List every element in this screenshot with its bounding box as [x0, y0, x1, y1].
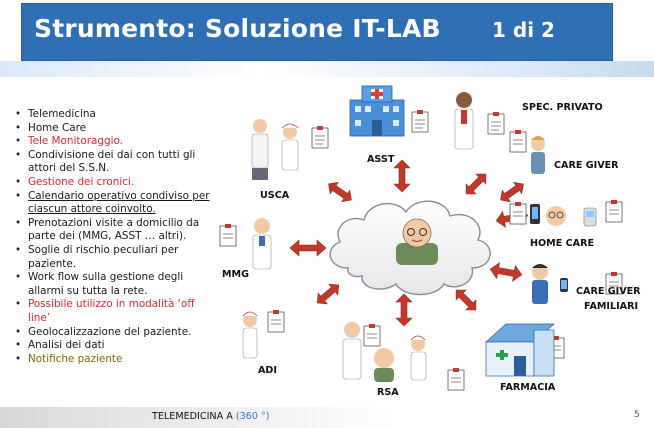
diagram-graphics — [219, 85, 623, 391]
label-spec-privato: SPEC. PRIVATO — [522, 102, 603, 113]
footer-title: TELEMEDICINA A (360 °) — [152, 411, 269, 422]
list-item: Possibile utilizzo in modalità ‘off line… — [14, 298, 214, 325]
family-caregiver-icon — [532, 264, 568, 304]
feature-list: Telemedicina Home Care Tele Monitoraggio… — [14, 108, 214, 366]
list-item: Tele Monitoraggio. — [14, 135, 214, 149]
hospital-building-icon — [349, 85, 405, 137]
home-care-devices-icon — [530, 204, 597, 227]
caregiver-nurse-icon — [531, 136, 545, 174]
page-indicator: 1 di 2 — [492, 18, 555, 42]
label-adi: ADI — [258, 365, 277, 376]
mmg-doctor-icon — [252, 218, 272, 270]
adi-nurse-icon — [242, 311, 258, 359]
footer-prefix: TELEMEDICINA A — [152, 411, 236, 422]
list-item: Soglie di rischio peculiari per paziente… — [14, 244, 214, 271]
page-number: 5 — [634, 410, 640, 420]
label-care-giver-familiari-1: CARE GIVER — [576, 286, 641, 297]
title-band — [0, 61, 654, 77]
label-rsa: RSA — [377, 387, 399, 398]
label-farmacia: FARMACIA — [500, 382, 556, 393]
patient-icon — [396, 218, 438, 265]
rsa-staff-icon — [342, 322, 427, 382]
list-item: Work flow sulla gestione degli allarmi s… — [14, 271, 214, 298]
list-item: Notifiche paziente — [14, 353, 214, 367]
label-mmg: MMG — [222, 269, 249, 280]
list-item: Gestione dei cronici. — [14, 176, 214, 190]
list-item: Analisi dei dati — [14, 339, 214, 353]
slide-footer: TELEMEDICINA A (360 °) — [0, 407, 654, 428]
list-item: Home Care — [14, 122, 214, 136]
label-usca: USCA — [260, 190, 290, 201]
slide-title: Strumento: Soluzione IT-LAB — [34, 14, 441, 43]
list-item: Condivisione dei dai con tutti gli attor… — [14, 149, 214, 176]
footer-highlight: (360 °) — [235, 411, 270, 422]
specialist-doctor-icon — [454, 92, 474, 150]
usca-doctors-icon — [251, 119, 299, 180]
list-item: Prenotazioni visite a domicilio da parte… — [14, 217, 214, 244]
label-care-giver: CARE GIVER — [554, 160, 619, 171]
list-item: Geolocalizzazione del paziente. — [14, 326, 214, 340]
slide-title-bar: Strumento: Soluzione IT-LAB 1 di 2 — [22, 4, 612, 60]
network-diagram: USCA ASST SPEC. PRIVATO CARE GIVER HOME … — [200, 80, 654, 410]
pharmacy-building-icon — [485, 323, 555, 377]
list-item: Telemedicina — [14, 108, 214, 122]
label-home-care: HOME CARE — [530, 238, 595, 249]
label-care-giver-familiari-2: FAMILIARI — [584, 301, 639, 312]
label-asst: ASST — [367, 154, 395, 165]
list-item: Calendario operativo condiviso per ciasc… — [14, 190, 214, 217]
